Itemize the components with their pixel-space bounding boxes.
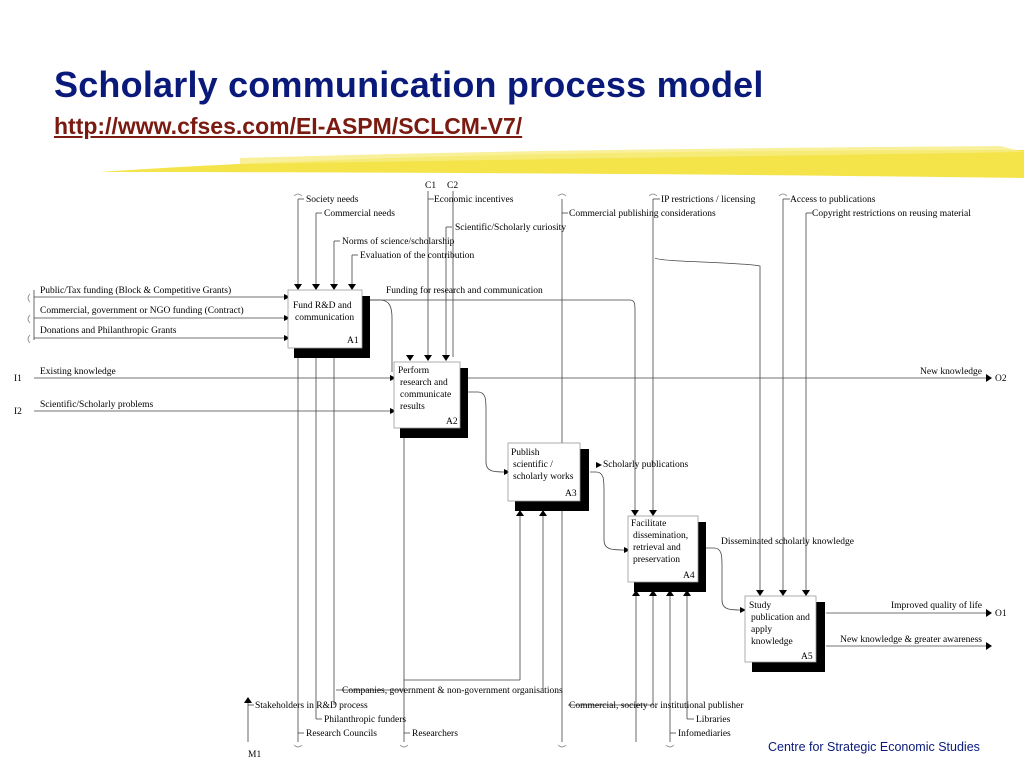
a2-line-3: communicate [400, 390, 451, 400]
a1-line-2: communication [295, 313, 354, 323]
input-public-tax-funding: Public/Tax funding (Block & Competitive … [40, 285, 231, 296]
a5-line-4: knowledge [751, 637, 793, 647]
a1-line-1: Fund R&D and [293, 301, 352, 311]
control-access-to-publications: Access to publications [790, 195, 876, 205]
control-copyright-restrictions: Copyright restrictions on reusing materi… [812, 209, 971, 219]
footer-organisation: Centre for Strategic Economic Studies [768, 740, 980, 754]
control-code-c2: C2 [447, 181, 458, 191]
a4-line-2: dissemination, [633, 531, 688, 541]
mechanism-stakeholders: Stakeholders in R&D process [255, 701, 368, 711]
a4-line-3: retrieval and [633, 543, 681, 553]
output-code-o1: O1 [995, 609, 1007, 619]
control-code-c1: C1 [425, 181, 436, 191]
input-scholarly-problems: Scientific/Scholarly problems [40, 399, 153, 410]
a2-line-1: Perform [398, 365, 430, 376]
a5-id: A5 [801, 652, 813, 662]
mechanism-code-m1: M1 [248, 750, 261, 760]
mechanism-research-councils: Research Councils [306, 729, 377, 739]
slide-title: Scholarly communication process model [54, 64, 764, 105]
a2-line-4: results [400, 402, 425, 412]
control-commercial-publishing: Commercial publishing considerations [569, 209, 716, 219]
activity-box-a3: Publish scientific / scholarly works A3 [507, 442, 589, 511]
mechanism-philanthropic-funders: Philanthropic funders [324, 714, 406, 725]
control-economic-incentives: Economic incentives [434, 195, 514, 205]
control-scholarly-curiosity: Scientific/Scholarly curiosity [455, 222, 566, 233]
control-commercial-needs: Commercial needs [324, 209, 395, 219]
a4-id: A4 [683, 571, 695, 581]
mechanism-libraries: Libraries [696, 715, 731, 725]
flow-disseminated-knowledge: Disseminated scholarly knowledge [721, 537, 854, 547]
control-evaluation: Evaluation of the contribution [360, 250, 474, 261]
a5-line-1: Study [749, 601, 771, 611]
a1-id: A1 [347, 336, 359, 346]
a3-line-3: scholarly works [513, 472, 574, 482]
slide-url-link[interactable]: http://www.cfses.com/EI-ASPM/SCLCM-V7/ [54, 113, 523, 139]
control-ip-restrictions: IP restrictions / licensing [661, 195, 756, 205]
input-code-i1: I1 [14, 374, 22, 384]
a4-line-4: preservation [633, 555, 680, 565]
activity-box-a2: Perform research and communicate results… [393, 361, 468, 438]
activity-box-a5: Study publication and apply knowledge A5 [744, 595, 825, 672]
a3-id: A3 [565, 489, 577, 499]
input-existing-knowledge: Existing knowledge [40, 367, 116, 377]
output-code-o2: O2 [995, 374, 1007, 384]
control-norms-of-science: Norms of science/scholarship [342, 236, 455, 247]
a5-line-2: publication and [751, 613, 810, 623]
output-new-knowledge: New knowledge [920, 367, 982, 377]
a3-line-1: Publish [511, 448, 540, 458]
a2-line-2: research and [400, 378, 448, 388]
highlight-swoosh [100, 146, 1024, 178]
output-new-knowledge-awareness: New knowledge & greater awareness [840, 635, 982, 645]
a4-line-1: Facilitate [631, 519, 666, 529]
activity-box-a1: Fund R&D and communication A1 [287, 289, 370, 358]
tunnel-markers [27, 193, 788, 748]
mechanism-researchers: Researchers [412, 729, 458, 739]
a5-line-3: apply [751, 625, 772, 635]
mechanism-organisations: Companies, government & non-government o… [342, 686, 563, 696]
input-commercial-funding: Commercial, government or NGO funding (C… [40, 305, 244, 316]
a3-line-2: scientific / [513, 459, 553, 470]
flow-funding: Funding for research and communication [386, 285, 543, 296]
activity-box-a4: Facilitate dissemination, retrieval and … [627, 515, 706, 592]
flow-scholarly-publications: Scholarly publications [603, 460, 689, 470]
input-donations: Donations and Philanthropic Grants [40, 326, 177, 336]
arrowheads [244, 284, 992, 703]
mechanism-infomediaries: Infomediaries [678, 728, 731, 739]
mechanism-publisher: Commercial, society or institutional pub… [569, 701, 744, 711]
input-code-i2: I2 [14, 407, 22, 417]
output-improved-quality: Improved quality of life [891, 600, 982, 611]
control-society-needs: Society needs [306, 195, 359, 205]
a2-id: A2 [446, 417, 458, 427]
